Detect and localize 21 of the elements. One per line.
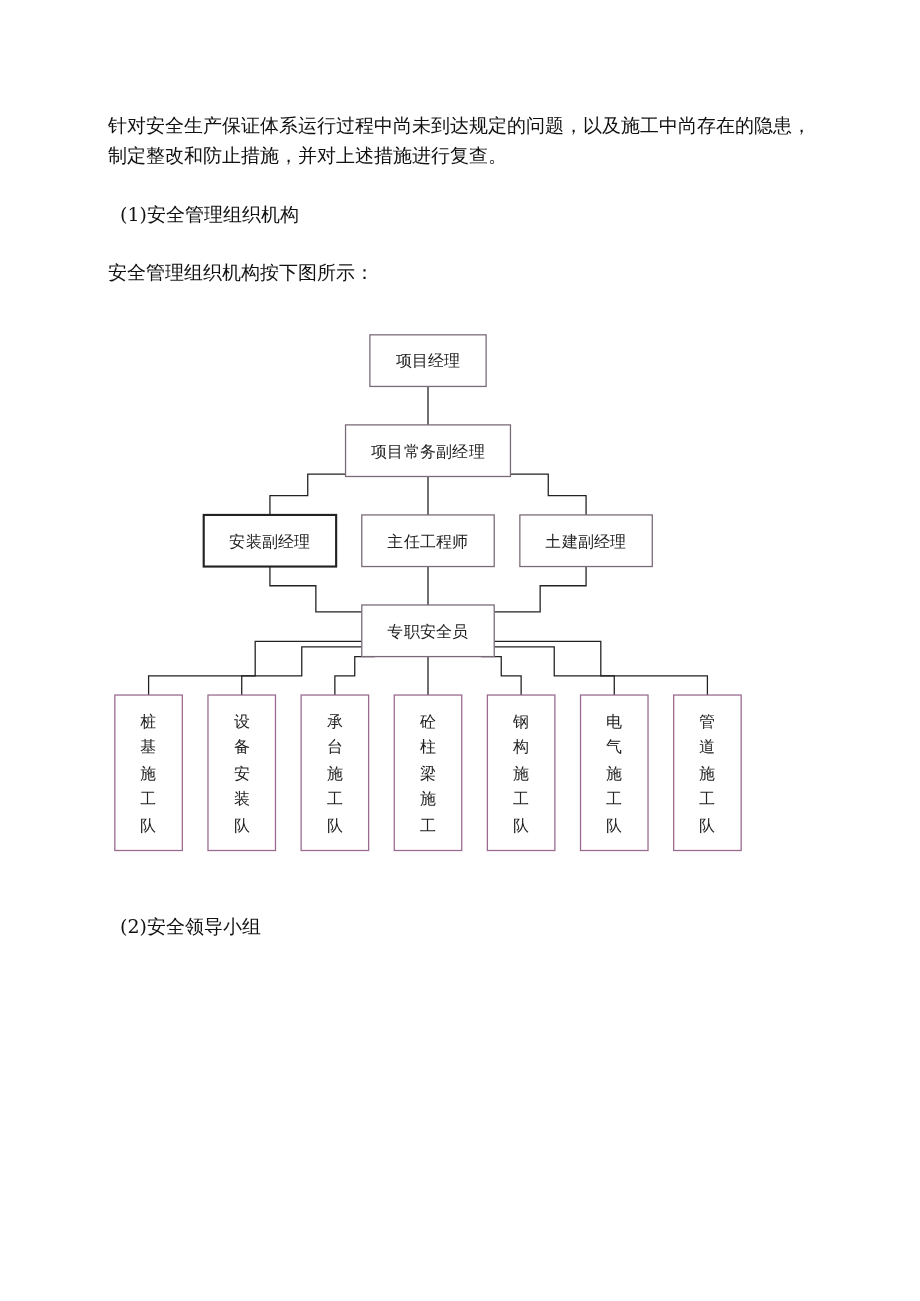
node-box: 设备安装队 xyxy=(207,693,277,851)
section-heading: (1)安全管理组织机构 xyxy=(119,201,300,227)
node-box: 钢构施工队 xyxy=(486,693,556,851)
node-box: 安装副经理 xyxy=(202,513,338,568)
node-box: 桩基施工队 xyxy=(114,693,183,851)
node-box: 项目常务副经理 xyxy=(344,423,512,477)
node-box: 承台施工队 xyxy=(300,693,370,851)
node-box: 砼柱梁施工 xyxy=(393,693,463,851)
node-box: 土建副经理 xyxy=(519,513,653,567)
connector xyxy=(427,655,429,696)
intro-sentence: 安全管理组织机构按下图所示： xyxy=(108,260,375,286)
node-box: 项目经理 xyxy=(369,333,487,387)
node-box: 专职安全员 xyxy=(361,603,495,657)
node-box: 电气施工队 xyxy=(579,693,649,851)
node-box: 主任工程师 xyxy=(361,513,495,567)
connector xyxy=(427,385,429,426)
connector xyxy=(427,475,429,516)
node-box: 管道施工队 xyxy=(673,693,742,851)
connector xyxy=(427,565,429,606)
intro-paragraph: 针对安全生产保证体系运行过程中尚未到达规定的问题，以及施工中尚存在的隐患，制定整改和防止措施，并对上述措施进行复查。 xyxy=(108,113,812,169)
section-heading: (2)安全领导小组 xyxy=(119,913,262,939)
